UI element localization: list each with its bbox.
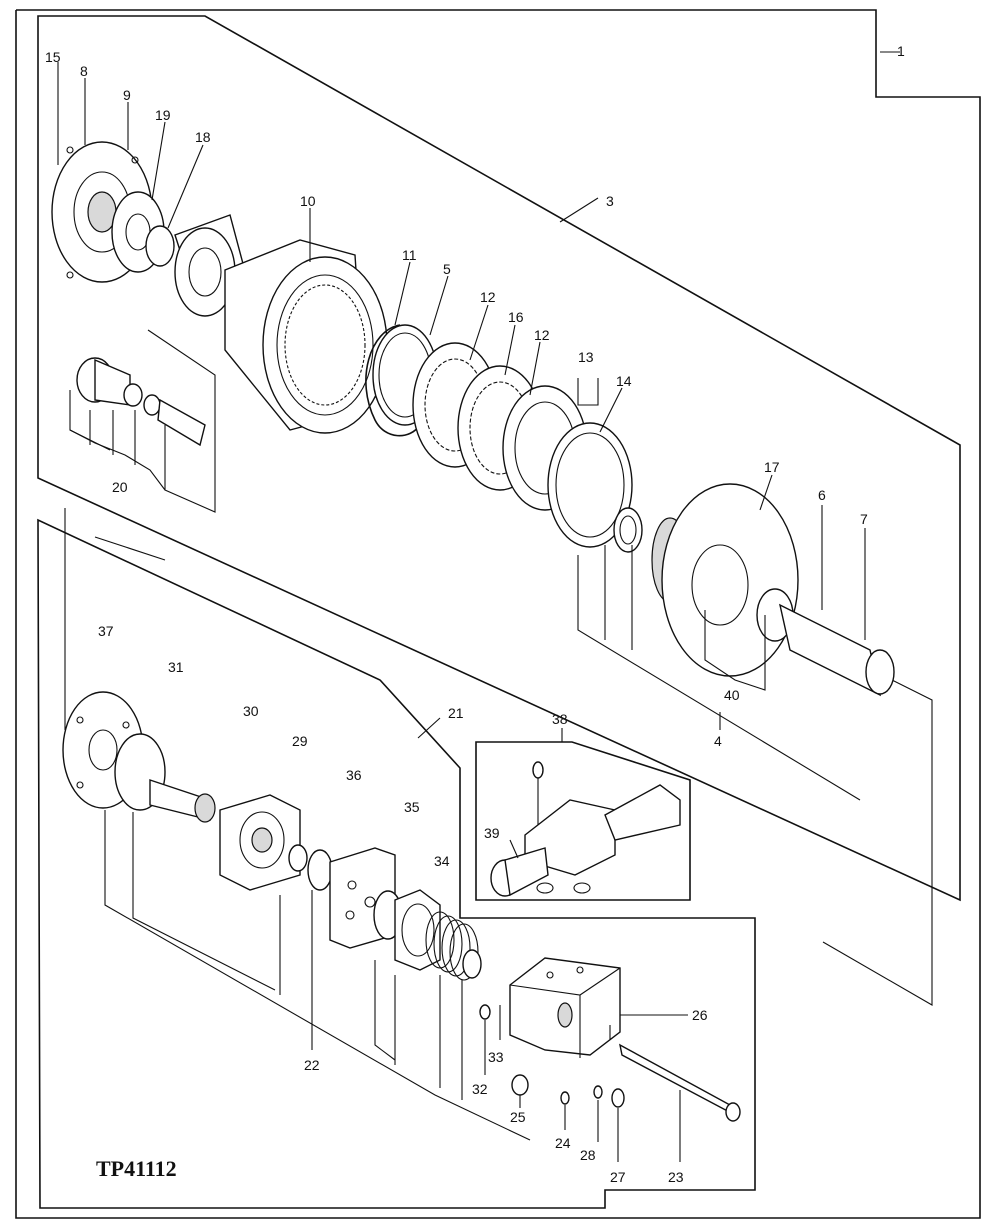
callout-8: 8	[80, 63, 88, 79]
leader-39	[509, 839, 519, 859]
callout-20: 20	[112, 479, 128, 495]
plug-25	[511, 1074, 529, 1096]
flange-hub-17	[651, 483, 799, 677]
valve-body-38	[490, 761, 681, 897]
callout-35: 35	[404, 799, 420, 815]
bracket-20-frame	[147, 329, 216, 513]
group-4-right-line	[822, 679, 933, 1006]
callout-11: 11	[402, 247, 417, 263]
callout-9: 9	[123, 87, 131, 103]
callout-18: 18	[195, 129, 211, 145]
ring-24	[560, 1091, 570, 1105]
shaft-7	[778, 603, 895, 697]
callout-6: 6	[818, 487, 826, 503]
leader-21	[417, 717, 441, 739]
callout-31: 31	[168, 659, 184, 675]
sleeve-35	[394, 889, 441, 971]
bolt-23	[619, 1043, 741, 1122]
gear-housing-30	[219, 794, 301, 891]
washer-18	[145, 225, 175, 267]
callout-28: 28	[580, 1147, 596, 1163]
callout-15: 15	[45, 49, 61, 65]
callout-14: 14	[616, 373, 632, 389]
leader-14	[599, 387, 623, 433]
callout-27: 27	[610, 1169, 626, 1185]
callout-32: 32	[472, 1081, 488, 1097]
leader-31	[132, 812, 276, 991]
leader-40	[704, 610, 766, 691]
callout-12b: 12	[534, 327, 550, 343]
seal-ring-14	[547, 422, 633, 548]
callout-16: 16	[508, 309, 524, 325]
upper-assembly-outline	[37, 15, 961, 902]
callout-25: 25	[510, 1109, 526, 1125]
gear-shaft-set-20	[76, 357, 206, 447]
callout-5: 5	[443, 261, 451, 277]
callout-13: 13	[578, 349, 594, 365]
callout-38: 38	[552, 711, 568, 727]
valve-subassembly-box	[475, 741, 691, 901]
callout-24: 24	[555, 1135, 571, 1151]
callout-23: 23	[668, 1169, 684, 1185]
ring-gear-housing-10	[224, 239, 388, 434]
leader-16	[504, 324, 516, 376]
callout-37: 37	[98, 623, 114, 639]
pin-29	[288, 844, 308, 872]
spring-34	[425, 911, 479, 981]
callout-17: 17	[764, 459, 780, 475]
leader-19	[151, 121, 166, 201]
callout-3: 3	[606, 193, 614, 209]
callout-34: 34	[434, 853, 450, 869]
callout-36: 36	[346, 767, 362, 783]
leader-37	[104, 810, 531, 1141]
seal-small	[613, 507, 643, 553]
callout-29: 29	[292, 733, 308, 749]
leader-11	[394, 261, 411, 326]
callout-10: 10	[300, 193, 316, 209]
callout-19: 19	[155, 107, 171, 123]
leader-12a	[469, 304, 489, 361]
callout-21: 21	[448, 705, 464, 721]
leader-17	[759, 474, 773, 511]
figure-id: TP41112	[96, 1156, 177, 1181]
leader-3	[559, 197, 599, 223]
group-4-outline	[577, 555, 861, 801]
dash-line	[94, 536, 166, 561]
ring-small	[462, 949, 482, 979]
callout-26: 26	[692, 1007, 708, 1023]
leader-13	[577, 378, 599, 406]
plug-27	[611, 1088, 625, 1108]
leader-12b	[529, 341, 541, 396]
pin-32	[479, 1004, 491, 1020]
callout-1: 1	[897, 43, 905, 59]
callout-4: 4	[714, 733, 722, 749]
leader-36	[374, 960, 396, 1061]
leader-18	[167, 144, 204, 229]
callout-33: 33	[488, 1049, 504, 1065]
ring-22	[307, 849, 333, 891]
callout-39: 39	[484, 825, 500, 841]
snap-ring-11	[365, 324, 421, 437]
outer-frame	[15, 9, 981, 1219]
ring-28	[593, 1085, 603, 1099]
callout-40: 40	[724, 687, 740, 703]
valve-block-26	[509, 957, 621, 1058]
lower-assembly-outline	[37, 518, 756, 1209]
callout-22: 22	[304, 1057, 320, 1073]
leader-20a	[69, 429, 166, 491]
callout-30: 30	[243, 703, 259, 719]
leader-5	[429, 275, 449, 336]
callout-12a: 12	[480, 289, 496, 305]
callout-7: 7	[860, 511, 868, 527]
drive-shaft-31	[149, 779, 216, 823]
